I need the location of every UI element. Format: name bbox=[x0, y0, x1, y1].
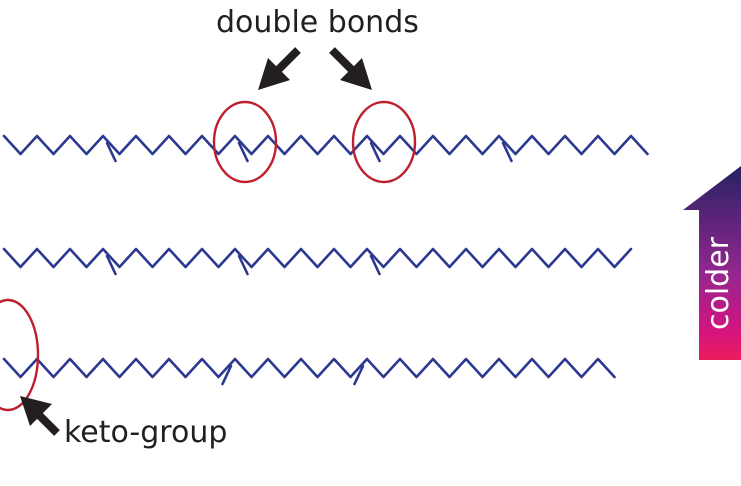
carbon-chain-line bbox=[2, 247, 633, 269]
double-bond-line bbox=[369, 141, 381, 163]
fatty-acid-chain-3 bbox=[2, 357, 616, 386]
double-bond-line bbox=[501, 141, 513, 163]
carbon-chain-line bbox=[2, 357, 616, 379]
colder-label: colder bbox=[701, 236, 736, 330]
double-bond-highlight-circle-2 bbox=[351, 100, 417, 184]
double-bonds-label: double bonds bbox=[216, 5, 419, 40]
colder-gradient-arrow bbox=[683, 166, 741, 360]
double-bond-line bbox=[221, 364, 233, 386]
carbon-chain-line bbox=[2, 134, 649, 156]
double-bond-arrow-right bbox=[329, 47, 372, 90]
double-bond-line bbox=[237, 254, 249, 276]
double-bond-line bbox=[105, 254, 117, 276]
keto-group-label: keto-group bbox=[64, 415, 228, 450]
keto-group-arrow bbox=[20, 396, 60, 436]
double-bond-line bbox=[353, 364, 365, 386]
fatty-acid-chain-1 bbox=[2, 134, 649, 163]
keto-group-highlight-circle bbox=[0, 298, 40, 412]
fatty-acid-chain-2 bbox=[2, 247, 633, 276]
double-bond-line bbox=[369, 254, 381, 276]
double-bond-line bbox=[105, 141, 117, 163]
double-bond-line bbox=[237, 141, 249, 163]
double-bond-highlight-circle-1 bbox=[212, 100, 278, 184]
double-bond-arrow-left bbox=[258, 47, 301, 90]
